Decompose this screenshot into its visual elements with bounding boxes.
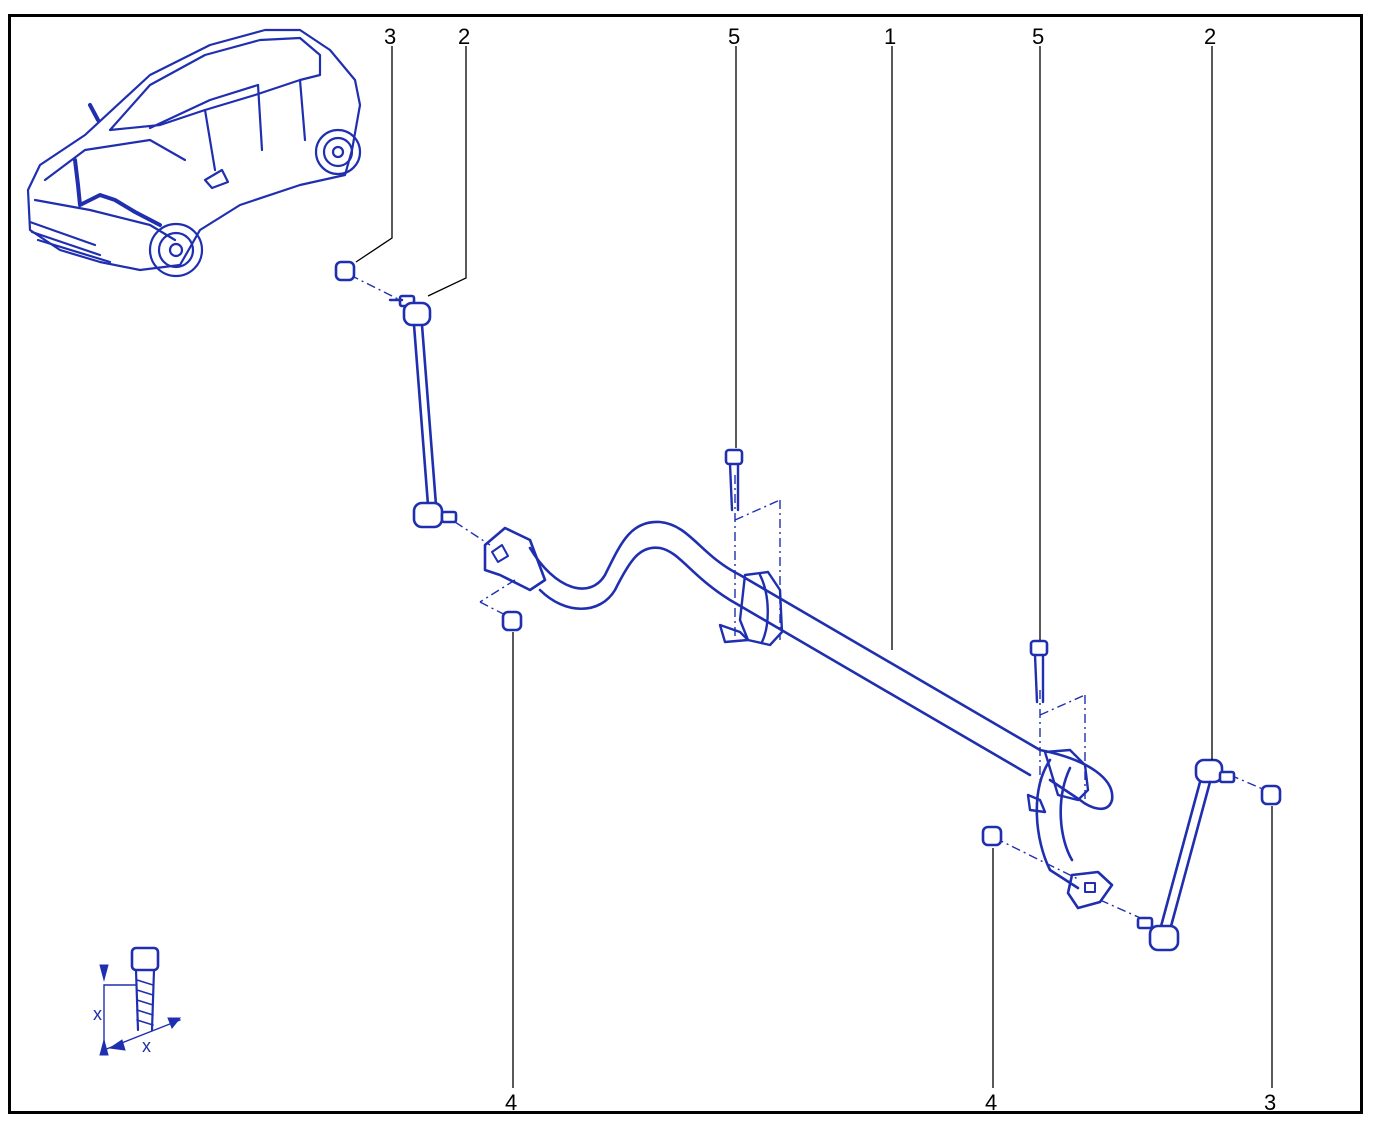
bushing-clamp-left [718, 570, 784, 647]
nut-4-left [501, 610, 523, 632]
nut-3-left [334, 260, 356, 282]
bushing-clamp-right [1026, 748, 1090, 814]
callout-5-top-left: 5 [728, 24, 740, 49]
callout-2-top-right: 2 [1204, 24, 1216, 49]
callout-3-top-left: 3 [384, 24, 396, 49]
diagram-frame [8, 14, 1363, 1114]
stabilizer-bar [483, 520, 1114, 910]
callout-3-bottom-right: 3 [1264, 1090, 1276, 1115]
bolt-5-right [1029, 639, 1049, 704]
callout-5-top-right: 5 [1032, 24, 1044, 49]
callout-2-top-left: 2 [458, 24, 470, 49]
callout-1-top: 1 [884, 24, 896, 49]
assembly-lines [349, 274, 1266, 921]
vehicle-locator-illustration [26, 28, 362, 278]
inset-dim-horizontal: x [142, 1036, 151, 1056]
nut-4-right [981, 825, 1003, 847]
bolt-dimension-symbol [99, 946, 182, 1056]
inset-dim-vertical: x [93, 1004, 102, 1024]
leader-lines [355, 46, 1273, 1088]
callout-4-bottom-right: 4 [985, 1090, 997, 1115]
nut-3-right [1260, 784, 1282, 806]
callout-4-bottom-left: 4 [505, 1090, 517, 1115]
stabilizer-link-right [1136, 758, 1236, 952]
stabilizer-link-left [388, 294, 458, 529]
bolt-5-left [724, 448, 744, 512]
